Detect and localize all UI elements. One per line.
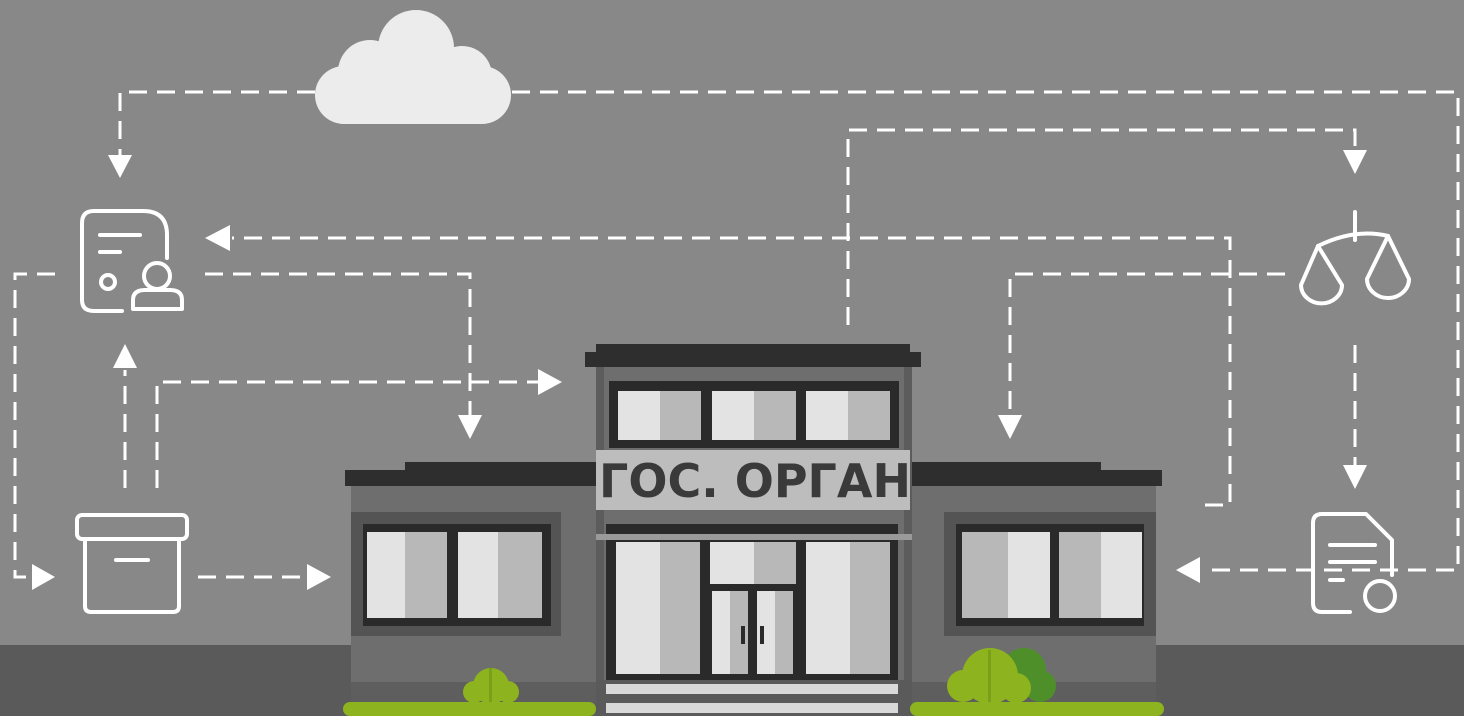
arrowhead-left [1176,557,1200,583]
archive-box-icon [77,515,187,612]
arrowhead-right [32,564,55,590]
connector-document-to-left-wing [205,274,470,415]
arrowhead-down [1343,465,1367,489]
center-roof [585,352,921,367]
sign-label: ГОС. ОРГАН [599,454,911,508]
arrowhead-down [998,415,1022,439]
left-wing-roof [345,470,600,486]
arrowhead-right [307,564,331,590]
arrowhead-up [113,344,137,368]
arrowhead-left [205,225,230,251]
connector-scales-to-right-wing [1010,274,1285,415]
arrowhead-down [108,155,132,178]
arrowhead-down [1343,150,1367,174]
arrowhead-down [458,415,482,439]
cloud-icon [315,10,511,124]
arrowhead-right [538,369,562,395]
document-person-icon [82,211,182,311]
connector-document-to-archive [15,274,55,577]
right-wing-roof [905,470,1162,486]
connector-building-to-scales [848,130,1355,325]
document-search-icon [1313,514,1395,612]
connector-cloud-to-document [120,92,315,158]
scales-icon [1301,212,1409,303]
